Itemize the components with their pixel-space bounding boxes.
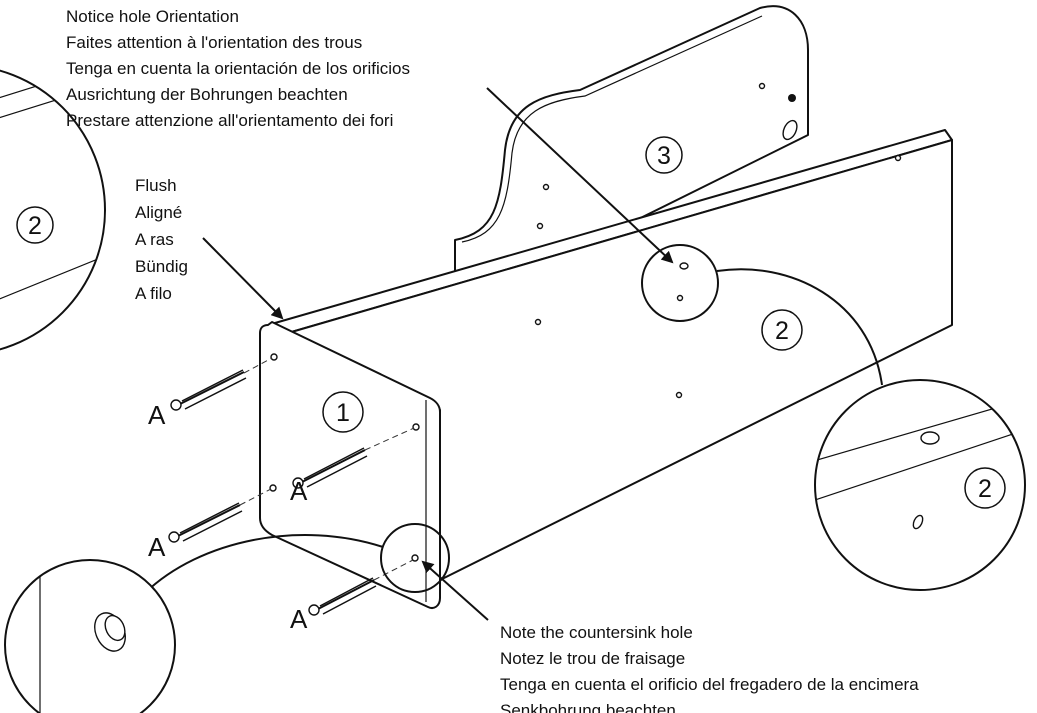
panel-3-hole [536, 222, 544, 230]
countersink-note-line: Note the countersink hole [500, 623, 693, 642]
detail-hole [912, 514, 924, 530]
detail-magnifier-countersink [144, 523, 450, 594]
panel-3-cam-hole [788, 94, 796, 102]
flush-note-line: Aligné [135, 203, 182, 222]
panel-3-large-hole [782, 119, 798, 141]
detail-hole [920, 431, 940, 445]
panel-1-hole [412, 423, 420, 431]
screw-label: A [148, 532, 166, 562]
screw-head [170, 399, 182, 411]
screws [168, 357, 415, 616]
part-callouts: 3 1 2 2 2 [28, 136, 992, 503]
screw-label: A [290, 604, 308, 634]
orientation-note-line: Prestare attenzione all'orientamento dei… [66, 111, 393, 130]
flush-note-line: Flush [135, 176, 177, 195]
orientation-note-line: Ausrichtung der Bohrungen beachten [66, 85, 348, 104]
flush-note-line: A ras [135, 230, 174, 249]
leader-arrows [202, 87, 674, 621]
part-number-1: 1 [336, 399, 350, 427]
orientation-note: Notice hole Orientation Faites attention… [66, 7, 410, 130]
panel-2-hole [894, 154, 902, 162]
countersink-inner [104, 614, 126, 642]
screw-a [308, 559, 414, 616]
screw-head [308, 604, 320, 616]
screw-head [292, 477, 304, 489]
orientation-note-line: Tenga en cuenta la orientación de los or… [66, 59, 410, 78]
countersink-note-line: Notez le trou de fraisage [500, 649, 685, 668]
screw-head [168, 531, 180, 543]
detail-magnifier-top [641, 244, 883, 386]
screw-a [292, 427, 415, 489]
detail-circle-left [0, 65, 106, 355]
flush-leader-arrow [202, 237, 284, 320]
screw-label: A [290, 476, 308, 506]
flush-note-line: Bündig [135, 257, 188, 276]
screw-label: A [148, 400, 166, 430]
part-number-2: 2 [775, 317, 789, 345]
part-number-3: 3 [657, 142, 671, 170]
countersink-note: Note the countersink hole Notez le trou … [500, 623, 919, 713]
screw-labels: A A A A [148, 400, 308, 634]
orientation-note-line: Faites attention à l'orientation des tro… [66, 33, 362, 52]
screw-a [168, 488, 272, 543]
screw-a [170, 357, 273, 411]
flush-note: Flush Aligné A ras Bündig A filo [135, 176, 188, 303]
flush-note-line: A filo [135, 284, 172, 303]
countersink-note-line: Tenga en cuenta el orificio del fregader… [500, 675, 919, 694]
orientation-hole [679, 262, 689, 270]
panel-2-hole [676, 294, 684, 302]
panel-3-hole [542, 183, 550, 191]
orientation-note-line: Notice hole Orientation [66, 7, 239, 26]
detail-circle-right [814, 379, 1026, 591]
panel-3 [454, 5, 809, 311]
countersink-leader-arrow [421, 560, 489, 621]
panel-3-hole [758, 82, 766, 90]
part-number-2-detail-right: 2 [978, 475, 992, 503]
panel-1-hole [269, 484, 277, 492]
orientation-leader-arrow [486, 87, 674, 264]
part-number-2-detail-left: 2 [28, 212, 42, 240]
detail-circle-bottom [4, 559, 176, 713]
panel-1-hole [411, 554, 419, 562]
panel-1-hole [270, 353, 278, 361]
panel-2-hole [534, 318, 542, 326]
panel-2-hole [675, 391, 683, 399]
countersink-note-line: Senkbohrung beachten [500, 701, 676, 713]
